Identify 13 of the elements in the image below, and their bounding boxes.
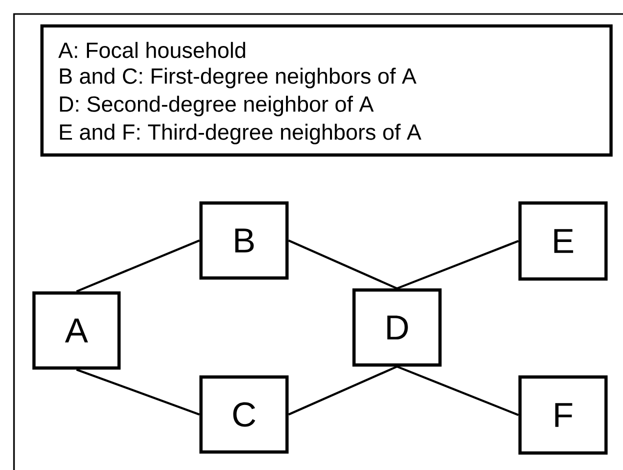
connector-line (76, 240, 200, 292)
node-box: C (199, 375, 289, 454)
connector-line (396, 240, 519, 290)
connector-line (396, 366, 519, 416)
connector-line (76, 368, 200, 416)
connector-line (288, 240, 398, 290)
node-box: B (199, 201, 289, 280)
node-box: A (32, 291, 121, 370)
node-box: E (518, 201, 608, 281)
connector-line (288, 366, 398, 416)
legend-box: A: Focal household B and C: First-degree neighbors of A D: Second-degree neighbor of A E and F: Third-degree neighbors of A (40, 24, 613, 157)
node-box: D (352, 288, 442, 367)
node-box: F (518, 375, 608, 455)
